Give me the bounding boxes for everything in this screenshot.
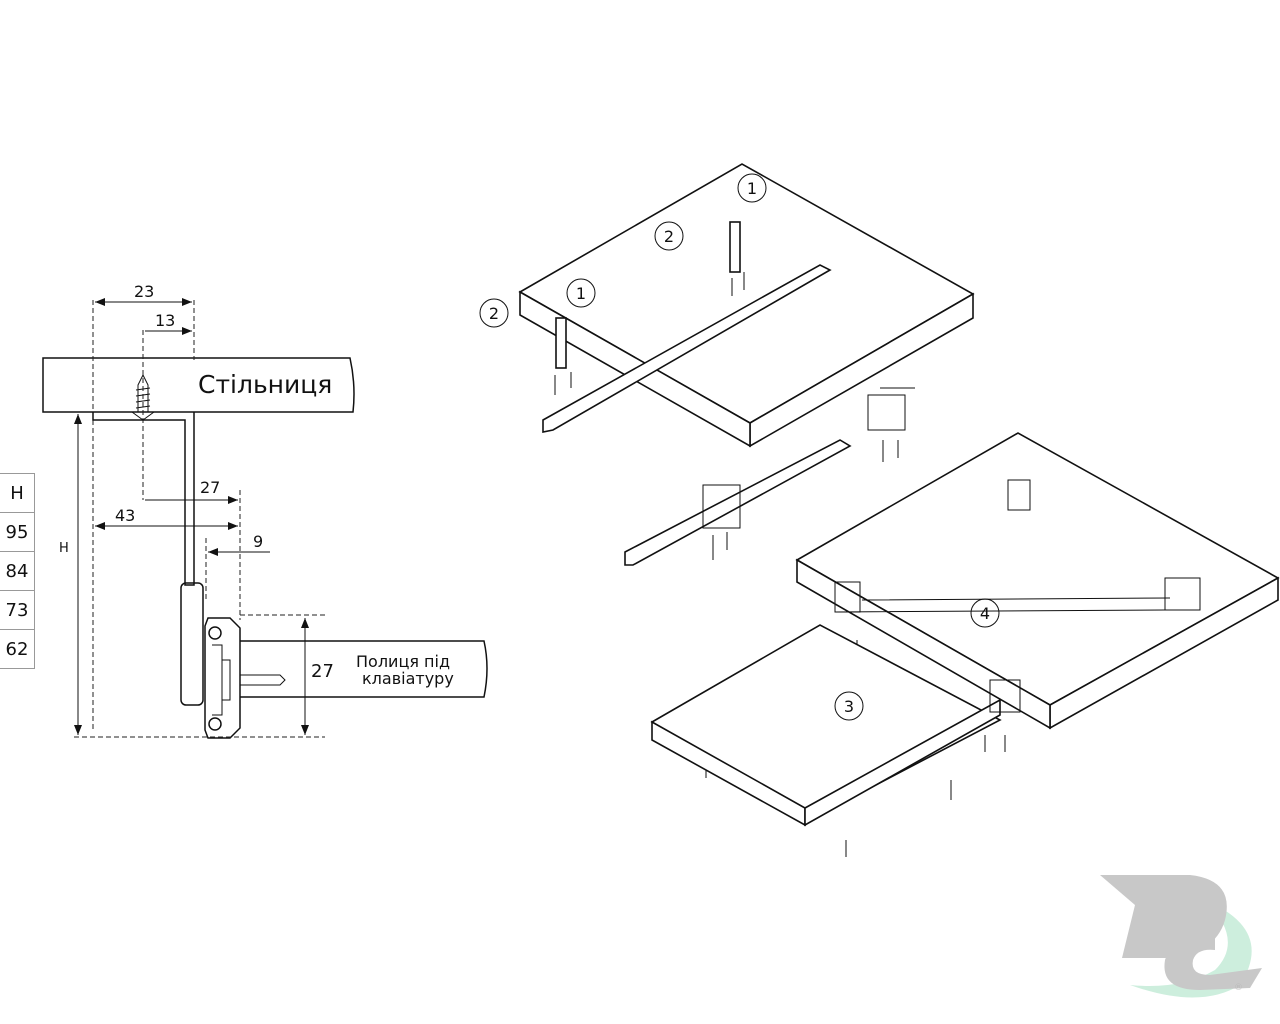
dim-height-label: H (59, 541, 69, 556)
step-4: 4 (980, 604, 990, 623)
countertop-section (42, 357, 355, 413)
step-3: 3 (844, 697, 854, 716)
shelf-label-line1: Полиця під (356, 652, 450, 671)
slide-rail-loose (624, 439, 852, 566)
bracket-section (92, 412, 195, 586)
registered-mark: ® (1234, 983, 1243, 993)
step-2b: 2 (489, 304, 499, 323)
slide-rail (542, 264, 832, 433)
slide-profile (204, 617, 241, 739)
slide-body (180, 582, 204, 706)
step-2a: 2 (664, 227, 674, 246)
step-a-board (518, 163, 975, 448)
height-table-header: H (0, 474, 34, 513)
dim-43: 43 (115, 506, 135, 525)
dim-27-side: 27 (311, 661, 334, 682)
height-value: 95 (0, 513, 34, 552)
screw-icon (131, 373, 155, 421)
dim-23: 23 (134, 282, 154, 301)
step-1a: 1 (747, 179, 757, 198)
dc-logo: ® (1100, 875, 1262, 998)
shelf-section (240, 640, 488, 698)
height-value: 84 (0, 552, 34, 591)
section-view: 23 13 Стільниця 27 43 9 27 H Полиця під … (42, 282, 488, 739)
countertop-label: Стільниця (198, 370, 332, 399)
dim-27-top: 27 (200, 478, 220, 497)
height-table: H 95 84 73 62 (0, 473, 35, 669)
dim-13: 13 (155, 311, 175, 330)
height-value: 73 (0, 591, 34, 630)
dim-9: 9 (253, 532, 263, 551)
step-1b: 1 (576, 284, 586, 303)
shelf-label-line2: клавіатуру (362, 669, 454, 688)
step-markers: 1 2 1 2 3 4 (479, 173, 1000, 721)
height-value: 62 (5, 638, 29, 660)
step-b-board (650, 432, 1280, 827)
